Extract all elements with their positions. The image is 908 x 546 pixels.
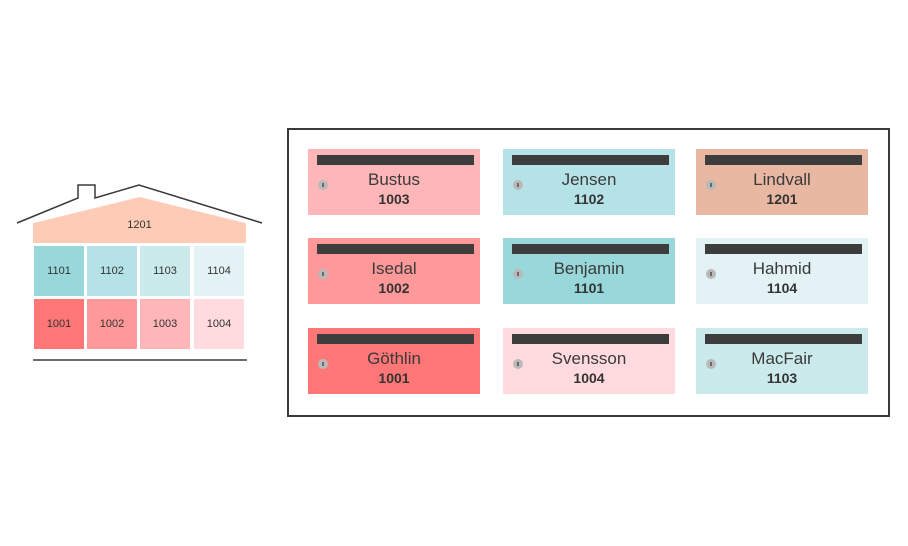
- house-outline: [16, 184, 263, 361]
- mail-slot: [705, 334, 862, 344]
- mail-slot: [512, 244, 669, 254]
- mailbox-name: Bustus: [368, 170, 420, 189]
- mailbox-number: 1101: [573, 280, 605, 296]
- house-diagram: 1201 1101 1102 1103 1104 1001 1002 1003 …: [16, 183, 264, 363]
- apartment-1101: 1101: [34, 246, 84, 296]
- lock-icon: [318, 359, 328, 369]
- lock-icon: [706, 269, 716, 279]
- apartment-label: 1101: [47, 265, 71, 277]
- lock-icon: [318, 269, 328, 279]
- mailbox-name: Svensson: [551, 349, 627, 368]
- mailbox-number: 1002: [378, 280, 410, 296]
- mailbox: MacFair 1103: [696, 328, 868, 394]
- mail-slot: [705, 155, 862, 165]
- mailbox-number: 1004: [573, 370, 605, 386]
- apartment-1103: 1103: [140, 246, 190, 296]
- apartment-label: 1001: [46, 318, 72, 330]
- lock-icon: [706, 359, 716, 369]
- lock-icon: [318, 180, 328, 190]
- mailbox-name: Göthlin: [367, 349, 421, 368]
- mailbox-panel: Bustus 1003 Jensen 1102 Lindvall 1201 Is…: [287, 128, 890, 417]
- apartment-1003: 1003: [140, 299, 190, 349]
- lock-icon: [513, 359, 523, 369]
- lock-icon: [706, 180, 716, 190]
- mailbox: Hahmid 1104: [696, 238, 868, 304]
- mailbox: Lindvall 1201: [696, 149, 868, 215]
- apartment-1102: 1102: [87, 246, 137, 296]
- lock-icon: [513, 180, 523, 190]
- mailbox: Göthlin 1001: [308, 328, 480, 394]
- apartment-label: 1003: [152, 318, 178, 330]
- mailbox: Svensson 1004: [503, 328, 675, 394]
- apartment-1001: 1001: [34, 299, 84, 349]
- mailbox-name: Benjamin: [553, 259, 625, 278]
- apartment-label: 1102: [100, 265, 124, 277]
- mailbox-number: 1201: [766, 191, 798, 207]
- mail-slot: [317, 244, 474, 254]
- apartment-label: 1103: [153, 265, 177, 277]
- mailbox: Jensen 1102: [503, 149, 675, 215]
- mail-slot: [512, 334, 669, 344]
- mail-slot: [317, 155, 474, 165]
- mailbox-number: 1001: [378, 370, 410, 386]
- mailbox: Bustus 1003: [308, 149, 480, 215]
- apartment-1004: 1004: [194, 299, 244, 349]
- lock-icon: [513, 269, 523, 279]
- mailbox-number: 1102: [573, 191, 605, 207]
- mail-slot: [512, 155, 669, 165]
- apartment-1002: 1002: [87, 299, 137, 349]
- mailbox: Isedal 1002: [308, 238, 480, 304]
- mailbox-number: 1103: [766, 370, 798, 386]
- apartment-label: 1104: [207, 265, 231, 277]
- mail-slot: [317, 334, 474, 344]
- apartment-label: 1004: [206, 318, 232, 330]
- mailbox-name: MacFair: [751, 349, 813, 368]
- mailbox: Benjamin 1101: [503, 238, 675, 304]
- apartment-label: 1002: [99, 318, 125, 330]
- mailbox-name: Lindvall: [753, 170, 811, 189]
- mailbox-number: 1104: [766, 280, 798, 296]
- apartment-1104: 1104: [194, 246, 244, 296]
- apartment-label: 1201: [127, 219, 152, 231]
- mail-slot: [705, 244, 862, 254]
- mailbox-name: Jensen: [561, 170, 617, 189]
- mailbox-name: Hahmid: [752, 259, 812, 278]
- mailbox-name: Isedal: [371, 259, 417, 278]
- mailbox-number: 1003: [378, 191, 410, 207]
